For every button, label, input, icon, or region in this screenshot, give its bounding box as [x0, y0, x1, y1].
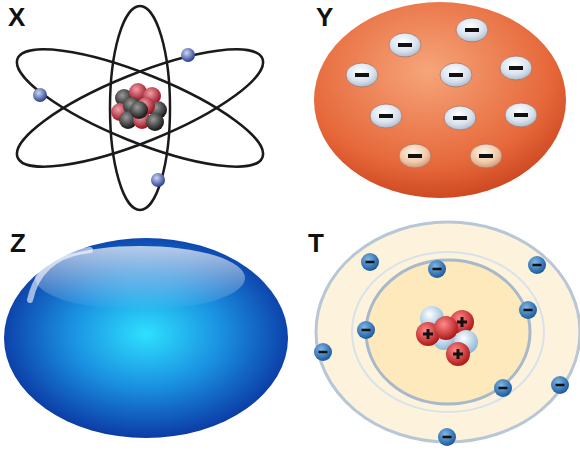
electron [500, 56, 532, 80]
bohr-atom [314, 222, 580, 446]
electron [505, 103, 537, 127]
minus-sign [524, 309, 533, 312]
electron [428, 260, 446, 278]
electron [444, 106, 476, 130]
electron [357, 321, 375, 339]
plus-sign [457, 349, 460, 359]
minus-sign [509, 66, 523, 70]
minus-sign [362, 329, 371, 332]
electron [346, 63, 378, 87]
electron [456, 18, 488, 42]
proton [434, 316, 458, 340]
electron [551, 376, 569, 394]
panel-letter: Z [10, 230, 26, 256]
electron [438, 428, 456, 446]
electron [389, 33, 421, 57]
solid-sphere-atom [4, 238, 288, 438]
minus-sign [499, 387, 508, 390]
minus-sign [443, 436, 452, 439]
minus-sign [379, 114, 393, 118]
electron [361, 253, 379, 271]
electron [470, 144, 502, 168]
planetary-atom [5, 6, 275, 210]
panel-letter: T [308, 230, 324, 256]
minus-sign [533, 264, 542, 267]
electron [399, 144, 431, 168]
electron [494, 379, 512, 397]
electron [440, 63, 472, 87]
minus-sign [479, 154, 493, 158]
minus-sign [514, 113, 528, 117]
minus-sign [465, 28, 479, 32]
minus-sign [398, 43, 412, 47]
minus-sign [556, 384, 565, 387]
electron [370, 104, 402, 128]
minus-sign [319, 351, 328, 354]
minus-sign [449, 73, 463, 77]
electron [519, 301, 537, 319]
plus-sign [461, 317, 464, 327]
minus-sign [355, 73, 369, 77]
plum-pudding-atom [314, 2, 566, 198]
minus-sign [408, 154, 422, 158]
nucleus [111, 83, 167, 131]
plus-sign [427, 329, 430, 339]
proton [446, 342, 470, 366]
minus-sign [433, 268, 442, 271]
minus-sign [366, 261, 375, 264]
electron [314, 343, 332, 361]
electron [528, 256, 546, 274]
panel-letter: Y [316, 4, 333, 30]
panel-letter: X [8, 4, 25, 30]
minus-sign [453, 116, 467, 120]
